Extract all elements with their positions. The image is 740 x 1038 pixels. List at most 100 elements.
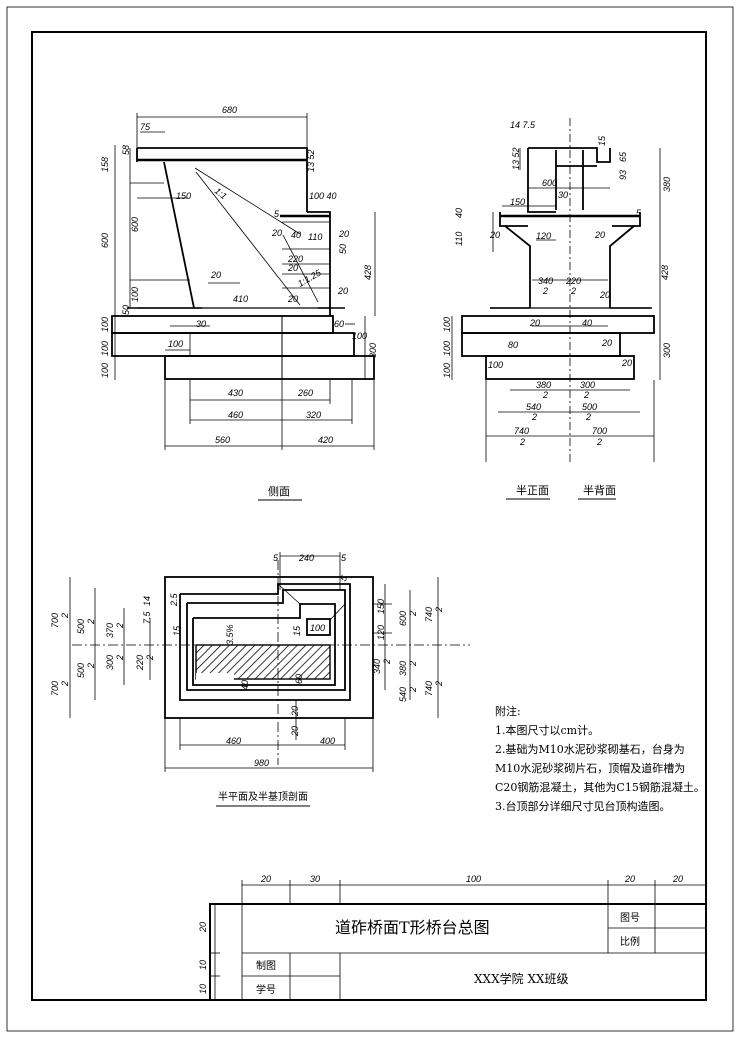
dim-label: 100 40 (309, 191, 337, 201)
dim-label: 540 (398, 687, 408, 702)
dim-label: 50 (121, 305, 131, 315)
dim-label: 100 (442, 317, 452, 332)
dim-label: 600 (398, 611, 408, 626)
dim-label: 15 (597, 135, 607, 146)
dim-label: 20 (594, 230, 605, 240)
dim-label: 20 (599, 290, 610, 300)
note-line: 2.基础为M10水泥砂浆砌基石，台身为M10水泥砂浆砌片石，顶帽及道砟槽为C20… (495, 743, 705, 794)
drawing-no-label: 图号 (620, 912, 640, 924)
dim-label: 700 (592, 426, 607, 436)
dim-label: 2 (434, 681, 444, 687)
dim-label: 370 (105, 623, 115, 638)
dim-label: 2 (60, 681, 70, 687)
dim-label: 700 (50, 613, 60, 628)
notes: 附注: 1.本图尺寸以cm计。 2.基础为M10水泥砂浆砌基石，台身为M10水泥… (495, 702, 707, 816)
dim-label: 100 (352, 331, 367, 341)
dim-label: 100 (310, 623, 325, 633)
dim-label: 600 (130, 217, 140, 232)
dim-label: 80 (508, 340, 518, 350)
dim-label: 20 (287, 294, 298, 304)
dim-label: 2.5 (169, 592, 179, 607)
dim-label: 5 (273, 553, 279, 563)
dim-label: 410 (233, 294, 248, 304)
dim-label: 5 (274, 209, 280, 219)
dim-label: 100 (130, 287, 140, 302)
dim-label: 150 (376, 599, 386, 614)
dim-label: 100 (100, 341, 110, 356)
back-view-caption: 半背面 (583, 483, 616, 497)
dim-label: 220 (135, 655, 145, 671)
dim-label: 20 (290, 726, 300, 737)
dim-label: 158 (100, 157, 110, 172)
dim-label: 340 (538, 276, 553, 286)
dim-label: 600 (542, 178, 557, 188)
title-block-text: 20 30 100 20 20 20 10 10 道砟桥面T形桥台总图 图号 比… (198, 874, 683, 996)
dim-label: 240 (298, 553, 314, 563)
dim-label: 980 (254, 758, 269, 768)
side-view-caption: 侧面 (268, 485, 290, 498)
dim-label: 40 (240, 680, 250, 690)
dim-label: 100 (442, 341, 452, 356)
dim-label: 500 (76, 619, 86, 634)
title-block (209, 880, 707, 1001)
dim-label: 15 (292, 625, 302, 636)
front-view (451, 118, 661, 462)
dim-label: 20 (271, 228, 282, 238)
dim-label: 2 (542, 286, 548, 296)
dim-label: 110 (308, 232, 322, 242)
notes-heading: 附注: (495, 705, 521, 718)
dim-label: 65 (618, 151, 628, 162)
dim-label: 320 (306, 410, 321, 420)
dim-label: 2 (596, 437, 602, 447)
col-dim: 100 (466, 874, 481, 884)
dim-label: 700 (50, 681, 60, 696)
dim-label: 430 (228, 388, 243, 398)
dim-label: 2 (408, 611, 418, 617)
dim-label: 340 (372, 659, 382, 674)
outer-border (6, 6, 734, 1032)
dim-label: 380 (536, 380, 551, 390)
dim-label: 740 (424, 607, 434, 622)
side-view-labels: 680 75 58 158 13 52 600 600 150 1:1 100 … (100, 105, 378, 501)
dim-label: 20 (529, 318, 540, 328)
dim-label: 2 (542, 390, 548, 400)
dim-label: 5 (636, 208, 642, 218)
dim-label: 60 (294, 674, 304, 684)
dim-label: 100 (488, 360, 503, 370)
dim-label: 540 (526, 402, 541, 412)
dim-label: 2 (60, 613, 70, 619)
dim-label: 20 (489, 230, 500, 240)
dim-label: 40 (582, 318, 592, 328)
dim-label: 2 (86, 663, 96, 669)
dim-label: 150 (176, 191, 191, 201)
dim-label: 100 (100, 363, 110, 378)
dim-label: 400 (320, 736, 335, 746)
dim-label: 220 (565, 276, 581, 286)
dim-label: 5 (338, 573, 350, 583)
dim-label: 380 (662, 177, 672, 192)
dim-label: 30 (558, 190, 568, 200)
dim-label: 93 (618, 170, 628, 180)
dim-label: 7.5 (142, 610, 152, 624)
col-dim: 20 (672, 874, 683, 884)
dim-label: 14 7.5 (510, 120, 536, 130)
dim-label: 120 (536, 231, 551, 241)
dim-label: 500 (76, 663, 86, 678)
dim-label: 20 (287, 263, 298, 273)
dim-label: 428 (363, 265, 373, 280)
dim-label: 460 (226, 736, 241, 746)
dim-label: 100 (100, 317, 110, 332)
slope-label: 3.5% (225, 624, 235, 645)
row-dim: 10 (198, 984, 208, 994)
side-view (111, 113, 376, 450)
drawing-title: 道砟桥面T形桥台总图 (335, 918, 490, 937)
dim-label: 560 (215, 435, 230, 445)
note-line: 1.本图尺寸以cm计。 (495, 724, 600, 737)
scale-label: 比例 (620, 935, 640, 948)
dim-label: 20 (621, 358, 632, 368)
dim-label: 40 (291, 230, 301, 240)
dim-label: 420 (318, 435, 333, 445)
dim-label: 20 (601, 338, 612, 348)
dim-label: 2 (434, 607, 444, 613)
